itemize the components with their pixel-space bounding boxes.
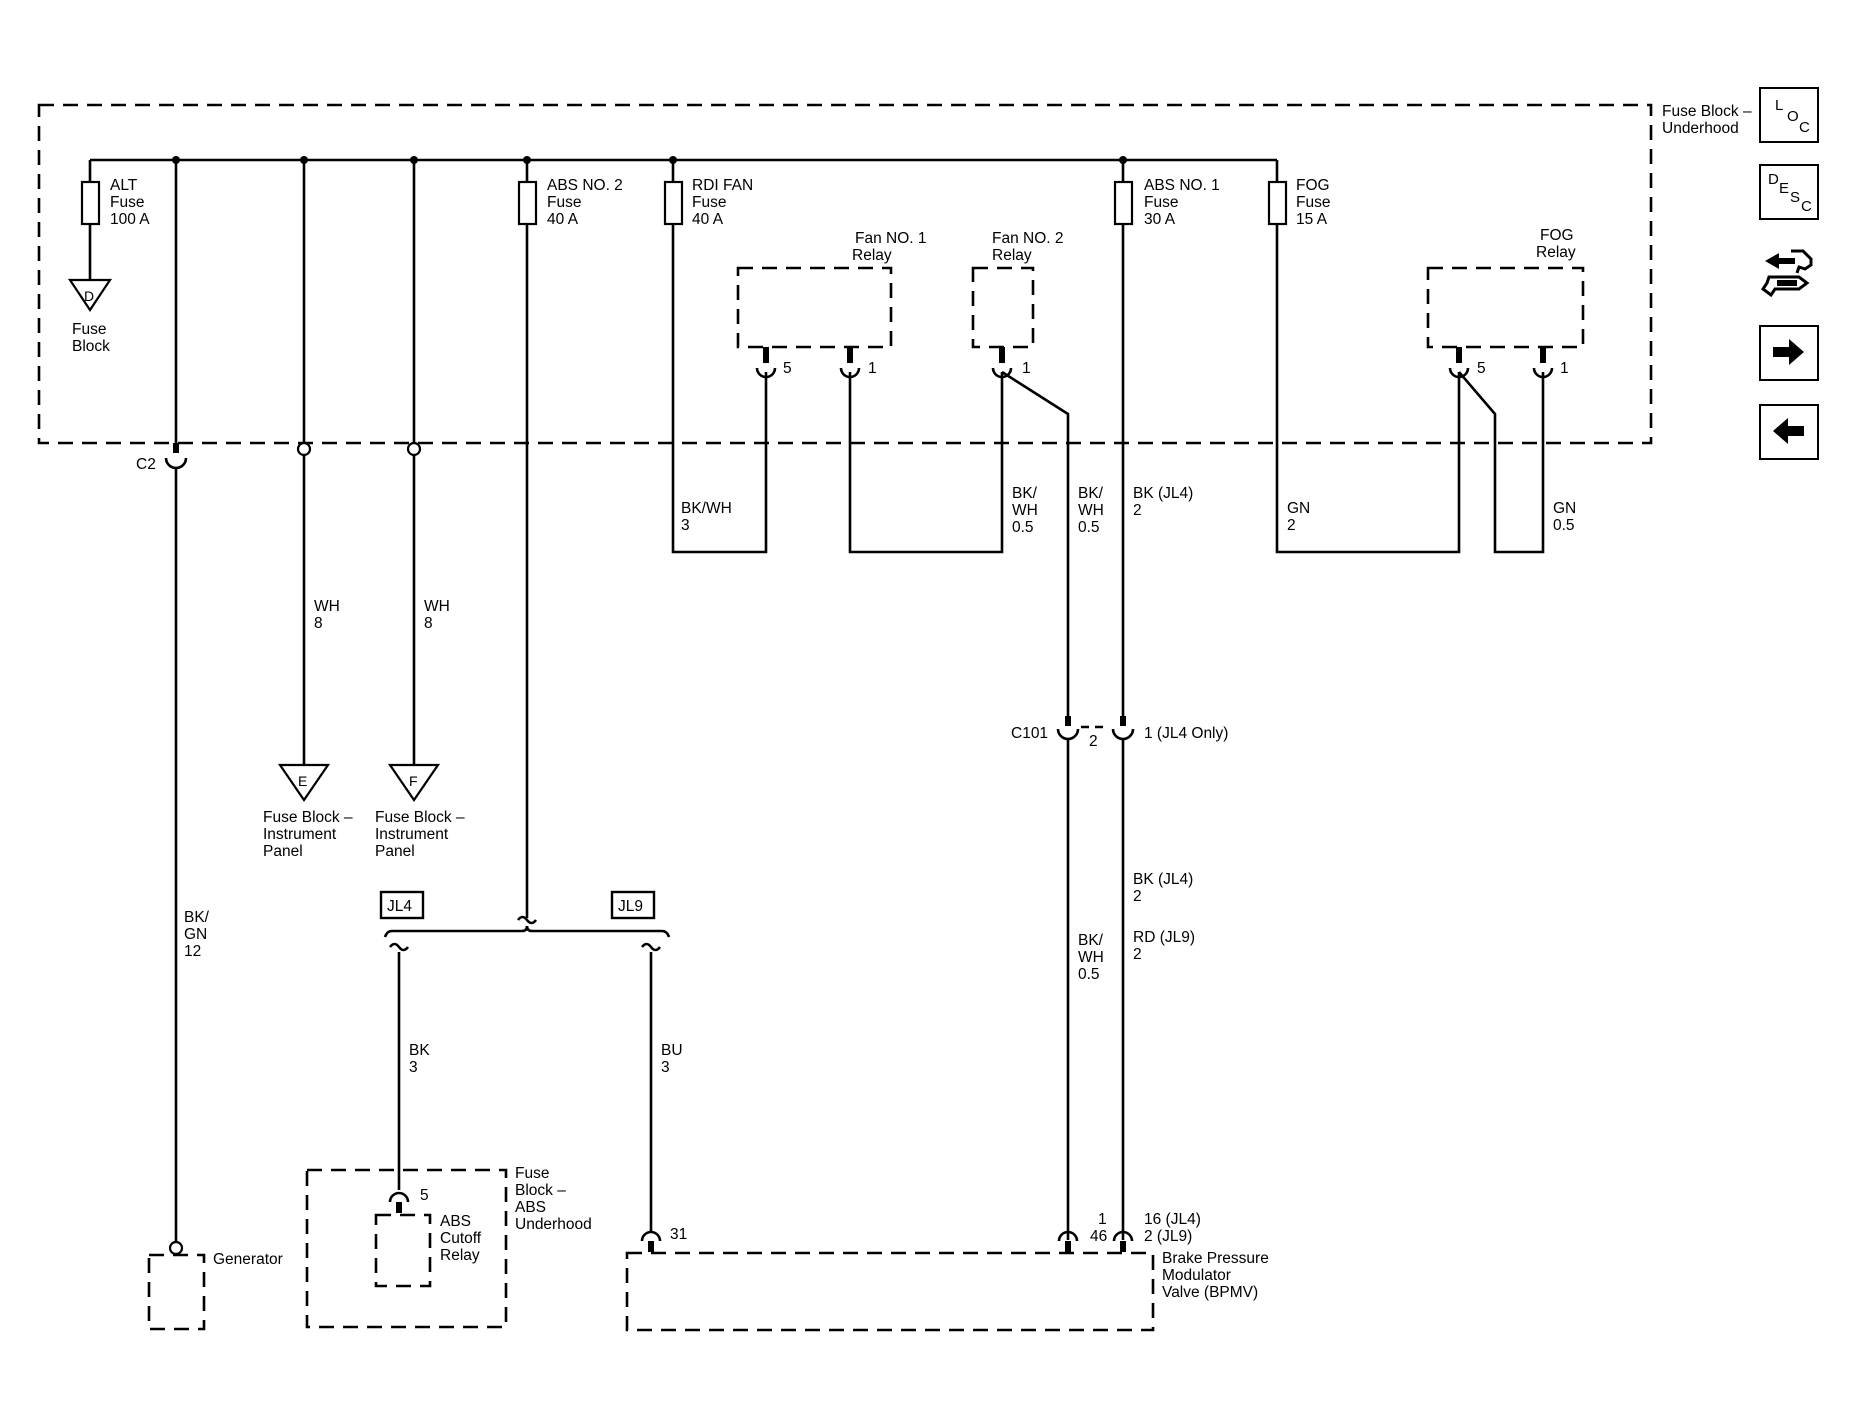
generator-label: Generator <box>213 1251 283 1268</box>
fog-pin-1: 1 <box>1560 360 1569 377</box>
fan2-pin-1: 1 <box>1022 360 1031 377</box>
fuse-block-ip-e-label: Fuse Block – Instrument Panel <box>263 809 357 860</box>
fan1-pin-5: 5 <box>783 360 792 377</box>
wire-fan2-to-c101 <box>1001 370 1070 718</box>
bpmv-box <box>625 1251 1155 1332</box>
abs-no1-fuse <box>1113 180 1134 226</box>
fan1-relay-box <box>736 266 893 349</box>
bpmv-pin-31-label: 31 <box>670 1226 687 1243</box>
fuse-block-ip-f-label: Fuse Block – Instrument Panel <box>375 809 469 860</box>
c101-pin2 <box>1056 728 1080 741</box>
next-page-button[interactable] <box>1759 325 1819 381</box>
c101-label: C101 <box>1011 725 1048 742</box>
ground-f-triangle <box>387 763 441 802</box>
wire-bkgn-12: BK/ GN 12 <box>184 909 213 960</box>
bpmv-pin16 <box>1112 1230 1134 1242</box>
abs-cutoff-relay-box <box>374 1213 432 1288</box>
wire-gn-2: GN 2 <box>1287 500 1315 534</box>
generator-terminal <box>168 1240 184 1256</box>
wire-bkwh-05-b: BK/ WH 0.5 <box>1078 485 1108 536</box>
previous-page-button[interactable] <box>1759 404 1819 460</box>
fan2-relay-label: Fan NO. 2 Relay <box>992 230 1068 264</box>
bpmv-pin1 <box>1057 1230 1079 1242</box>
splice-f <box>406 441 422 457</box>
loc-letter-c: C <box>1799 119 1810 136</box>
wire-bk-jl4-2-bot: BK (JL4) 2 <box>1133 871 1198 905</box>
ground-d-triangle <box>67 278 113 312</box>
jl9-label: JL9 <box>618 898 643 915</box>
wire-bkwh-3: BK/WH 3 <box>681 500 736 534</box>
bpmv-label: Brake Pressure Modulator Valve (BPMV) <box>1162 1250 1273 1301</box>
wire-bu-3: BU 3 <box>661 1042 687 1076</box>
desc-letter-s: S <box>1790 189 1801 206</box>
fuse-block-underhood-box <box>37 103 1653 445</box>
arrow-right-icon <box>1773 339 1804 365</box>
desc-letter-e: E <box>1779 180 1790 197</box>
desc-button[interactable]: D E S C <box>1759 164 1819 220</box>
c101-pin-2: 2 <box>1089 733 1098 750</box>
loc-button[interactable]: L O C <box>1759 87 1819 143</box>
fuse-block-abs-underhood-box <box>305 1168 508 1329</box>
wire-bk-jl4-2-top: BK (JL4) 2 <box>1133 485 1198 519</box>
fan1-relay-label: Fan NO. 1 Relay <box>852 230 931 264</box>
c101-pin-1: 1 (JL4 Only) <box>1144 725 1228 742</box>
arrow-left-icon <box>1773 418 1804 444</box>
wire-gn-05: GN 0.5 <box>1553 500 1581 534</box>
rdi-fan-fuse <box>663 180 684 226</box>
fog-relay-box <box>1426 266 1585 349</box>
abs-cutoff-relay-label: ABS Cutoff Relay <box>440 1213 485 1264</box>
c2-label: C2 <box>136 456 156 473</box>
fuse-block-underhood-label: Fuse Block – Underhood <box>1662 103 1756 137</box>
wire-wh-8-b: WH 8 <box>424 598 454 632</box>
jl9-tag <box>610 890 656 920</box>
abs-no2-fuse-label: ABS NO. 2 Fuse 40 A <box>547 177 627 228</box>
wire-bk-3: BK 3 <box>409 1042 434 1076</box>
ground-e-letter: E <box>298 773 307 789</box>
jl4-tag <box>379 890 425 920</box>
fog-relay-label: FOG Relay <box>1536 227 1578 261</box>
c101-pin1 <box>1111 728 1135 741</box>
fog-fuse-label: FOG Fuse 15 A <box>1296 177 1335 228</box>
fuse-block-d-label: Fuse Block <box>72 321 111 355</box>
bpmv-pin31 <box>640 1230 662 1242</box>
wire-wh-8-a: WH 8 <box>314 598 344 632</box>
abs-no1-fuse-label: ABS NO. 1 Fuse 30 A <box>1144 177 1224 228</box>
ground-f-letter: F <box>409 773 418 789</box>
desc-letter-c: C <box>1801 198 1812 215</box>
splice-e <box>296 441 312 457</box>
wire-bkwh-05-a: BK/ WH 0.5 <box>1012 485 1042 536</box>
ground-e-triangle <box>277 763 331 802</box>
fan1-pin-1: 1 <box>868 360 877 377</box>
wire-rd-jl9-2: RD (JL9) 2 <box>1133 929 1199 963</box>
alt-fuse-label: ALT Fuse 100 A <box>110 177 150 228</box>
fog-fuse <box>1267 180 1288 226</box>
fog-pin-5: 5 <box>1477 360 1486 377</box>
ground-d-letter: D <box>84 288 94 304</box>
bpmv-pin-16-2: 16 (JL4) 2 (JL9) <box>1144 1211 1205 1245</box>
wire-rdi-to-fan1 <box>671 224 768 554</box>
option-split <box>383 925 671 938</box>
wire-fan1-to-fan2 <box>848 372 1004 554</box>
wire-fog-to-relay <box>1275 224 1461 554</box>
abs-no2-fuse <box>517 180 538 226</box>
desc-letter-d: D <box>1768 171 1779 188</box>
abs-relay-pin-5: 5 <box>420 1187 429 1204</box>
jl4-label: JL4 <box>387 898 412 915</box>
alt-fuse <box>80 180 101 226</box>
loc-letter-l: L <box>1775 97 1784 114</box>
c2-connector <box>164 457 188 470</box>
fuse-block-abs-label: Fuse Block – ABS Underhood <box>515 1165 592 1233</box>
wire-bkwh-05-c: BK/ WH 0.5 <box>1078 932 1108 983</box>
fan2-relay-box <box>971 266 1035 349</box>
abs-cutoff-relay-pin5 <box>388 1191 410 1203</box>
bpmv-pin-1-46: 1 46 <box>1090 1211 1111 1245</box>
rdi-fan-fuse-label: RDI FAN Fuse 40 A <box>692 177 757 228</box>
loc-letter-o: O <box>1787 108 1799 125</box>
wire-fog-pin5-to-pin1 <box>1458 371 1545 554</box>
connector-tool-button[interactable] <box>1759 243 1819 299</box>
connector-wrench-icon <box>1760 249 1813 298</box>
generator-box <box>147 1253 206 1331</box>
